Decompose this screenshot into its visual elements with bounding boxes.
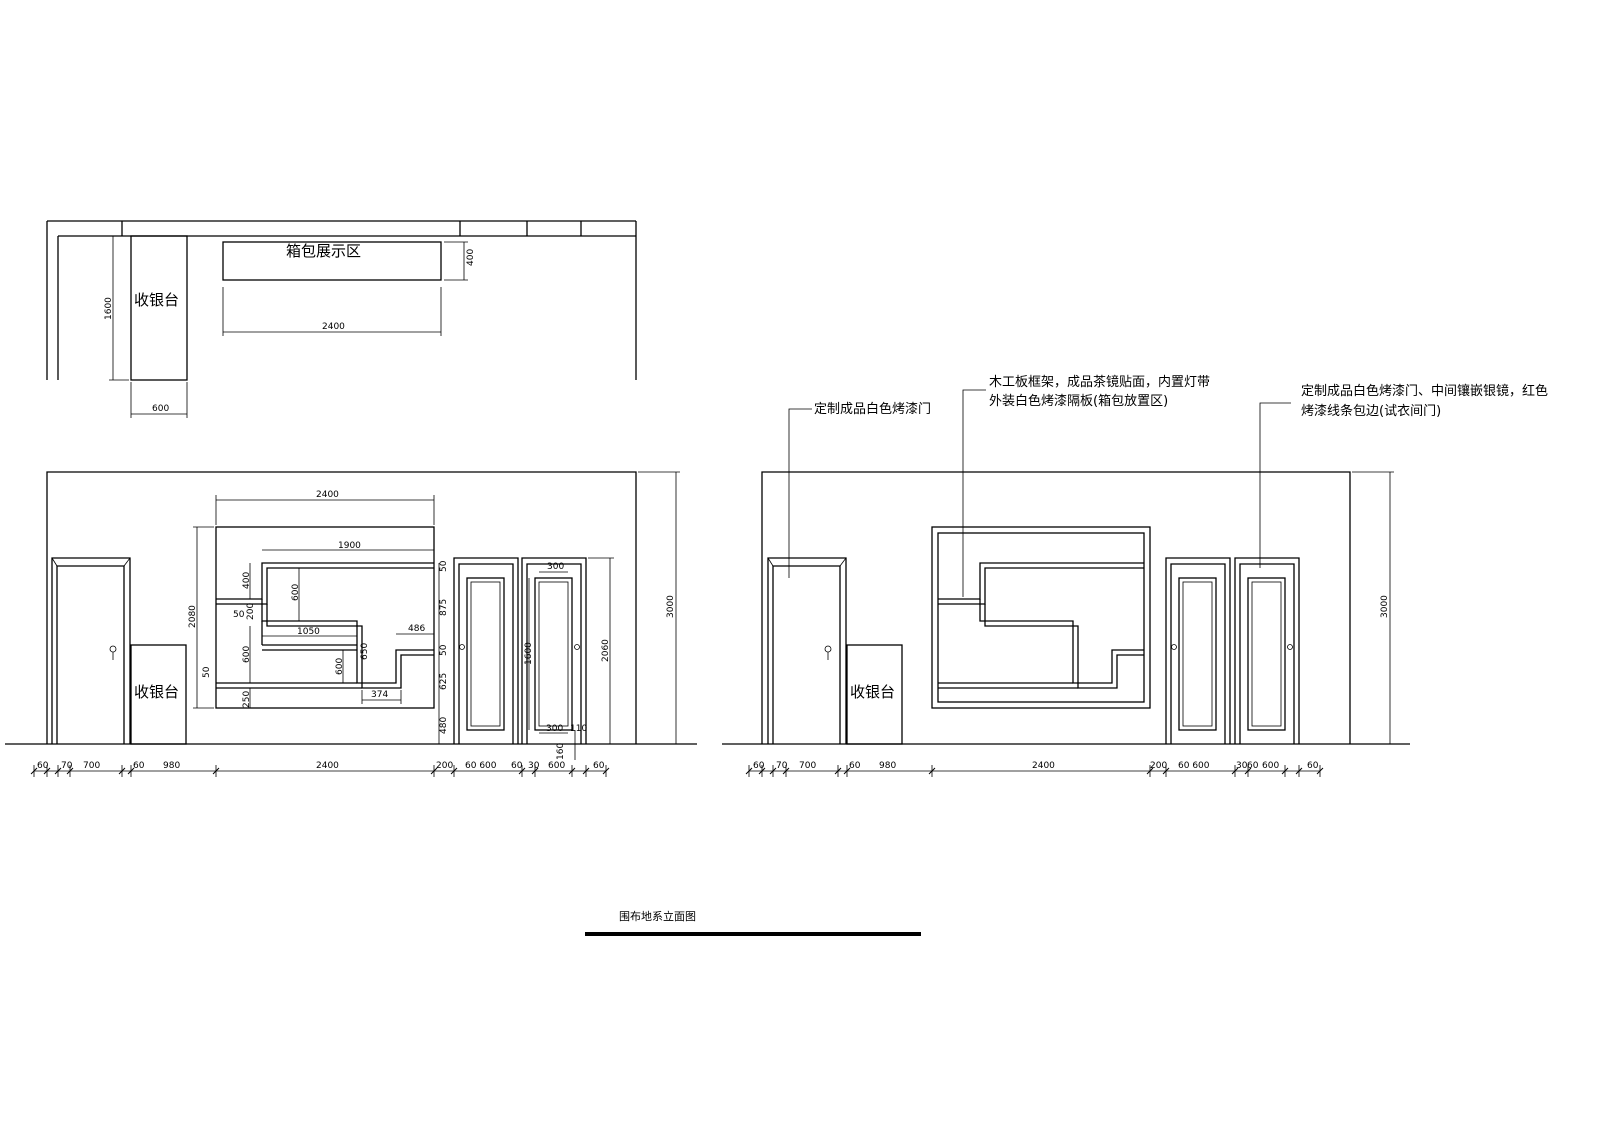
lb-dim-0: 60 <box>37 761 49 771</box>
cashier-counter-plan <box>130 235 188 381</box>
display-zone-box <box>222 241 442 281</box>
dim-200: 200 <box>246 603 256 620</box>
display-zone-label: 箱包展示区 <box>286 242 361 260</box>
dim-625: 625 <box>439 673 449 690</box>
left-entry-door <box>51 557 131 744</box>
door-knob-icon <box>824 645 832 653</box>
drawing-title: 围布地系立面图 <box>619 909 696 923</box>
lb-dim-4: 980 <box>163 761 180 771</box>
left-shelf-inner-width-dim: 1900 <box>338 541 361 551</box>
dim-250: 250 <box>242 691 252 708</box>
rb-dim-9: 60 <box>1247 761 1259 771</box>
rb-dim-4: 980 <box>879 761 896 771</box>
dim-400: 400 <box>242 572 252 589</box>
left-elevation: 3000 收银台 2400 1900 <box>5 471 697 772</box>
plan-cashier-label: 收银台 <box>134 291 179 309</box>
dim-374: 374 <box>371 690 388 700</box>
rb-dim-6: 200 <box>1150 761 1167 771</box>
lb-dim-3: 60 <box>133 761 145 771</box>
leader-mirror-door-note <box>1259 402 1291 568</box>
lb-dim-9: 30 <box>528 761 540 771</box>
plan-view: 收银台 箱包展示区 1600 2400 400 600 <box>46 220 637 418</box>
dim-160: 160 <box>556 743 566 760</box>
right-cashier-counter <box>846 644 903 745</box>
dim-650: 650 <box>360 643 370 660</box>
dim-875: 875 <box>439 599 449 616</box>
rb-dim-0: 60 <box>753 761 765 771</box>
dim-1600-door: 1600 <box>524 642 534 665</box>
note-door: 定制成品白色烤漆门 <box>814 401 931 417</box>
dim-486: 486 <box>408 624 425 634</box>
right-shelf-outer-frame <box>931 526 1151 709</box>
left-door-height-dim: 2060 <box>601 639 611 662</box>
dim-50-b: 50 <box>202 666 212 678</box>
left-shelf-profile <box>216 562 434 600</box>
leader-shelf-note <box>962 389 986 597</box>
rb-dim-2: 700 <box>799 761 816 771</box>
right-mirror-door-1 <box>1165 557 1231 744</box>
lb-dim-10: 600 <box>548 761 565 771</box>
door-knob-icon <box>459 644 465 650</box>
right-total-height-dim: 3000 <box>1380 595 1390 618</box>
rb-dim-10: 600 <box>1262 761 1279 771</box>
note-shelf-line1: 木工板框架，成品茶镜贴面，内置灯带 <box>989 374 1210 390</box>
rb-dim-3: 60 <box>849 761 861 771</box>
left-total-height-dim: 3000 <box>666 595 676 618</box>
dim-300-b: 300 <box>546 724 563 734</box>
left-cashier-label: 收银台 <box>134 683 179 701</box>
left-shelf-width-dim: 2400 <box>316 490 339 500</box>
dim-300-a: 300 <box>547 562 564 572</box>
rb-dim-8: 30 <box>1236 761 1248 771</box>
lb-dim-2: 700 <box>83 761 100 771</box>
leader-door-note <box>788 408 812 578</box>
rb-dim-5: 2400 <box>1032 761 1055 771</box>
left-shelf-frame <box>215 526 435 709</box>
rb-dim-11: 60 <box>1307 761 1319 771</box>
dim-110: 110 <box>570 724 587 734</box>
door-knob-icon <box>1171 644 1177 650</box>
note-mirror-door-line1: 定制成品白色烤漆门、中间镶嵌银镜，红色 <box>1301 383 1548 399</box>
dim-50-a: 50 <box>233 610 245 620</box>
left-mirror-door-2 <box>521 557 587 744</box>
left-cashier-counter <box>130 644 187 745</box>
plan-display-depth-dim: 400 <box>466 249 476 266</box>
lb-dim-11: 60 <box>593 761 605 771</box>
plan-height-dim: 1600 <box>104 297 114 320</box>
lb-dim-6: 200 <box>436 761 453 771</box>
plan-display-width-dim: 2400 <box>322 322 345 332</box>
dim-50-d: 50 <box>439 644 449 656</box>
note-shelf-line2: 外装白色烤漆隔板(箱包放置区) <box>989 393 1168 409</box>
dim-600-a: 600 <box>291 584 301 601</box>
dim-50-c: 50 <box>439 560 449 572</box>
door-knob-icon <box>109 645 117 653</box>
door-knob-icon <box>1287 644 1293 650</box>
title-block: 围布地系立面图 <box>585 909 921 936</box>
lb-dim-8: 60 <box>511 761 523 771</box>
right-entry-door <box>767 557 847 744</box>
plan-cashier-width-dim: 600 <box>152 404 169 414</box>
door-knob-icon <box>574 644 580 650</box>
title-underline <box>585 932 921 936</box>
right-mirror-door-2 <box>1234 557 1300 744</box>
lb-dim-5: 2400 <box>316 761 339 771</box>
dim-480: 480 <box>439 717 449 734</box>
left-shelf-height-dim: 2080 <box>188 605 198 628</box>
lb-dim-1: 70 <box>61 761 73 771</box>
lb-dim-7: 60 600 <box>465 761 497 771</box>
note-mirror-door-line2: 烤漆线条包边(试衣间门) <box>1301 403 1441 419</box>
dim-600-c: 600 <box>242 646 252 663</box>
right-cashier-label: 收银台 <box>850 683 895 701</box>
right-elevation: 3000 收银台 <box>722 374 1548 772</box>
left-mirror-door-1 <box>453 557 519 744</box>
dim-1050: 1050 <box>297 627 320 637</box>
dim-600-b: 600 <box>335 658 345 675</box>
rb-dim-7: 60 600 <box>1178 761 1210 771</box>
rb-dim-1: 70 <box>776 761 788 771</box>
